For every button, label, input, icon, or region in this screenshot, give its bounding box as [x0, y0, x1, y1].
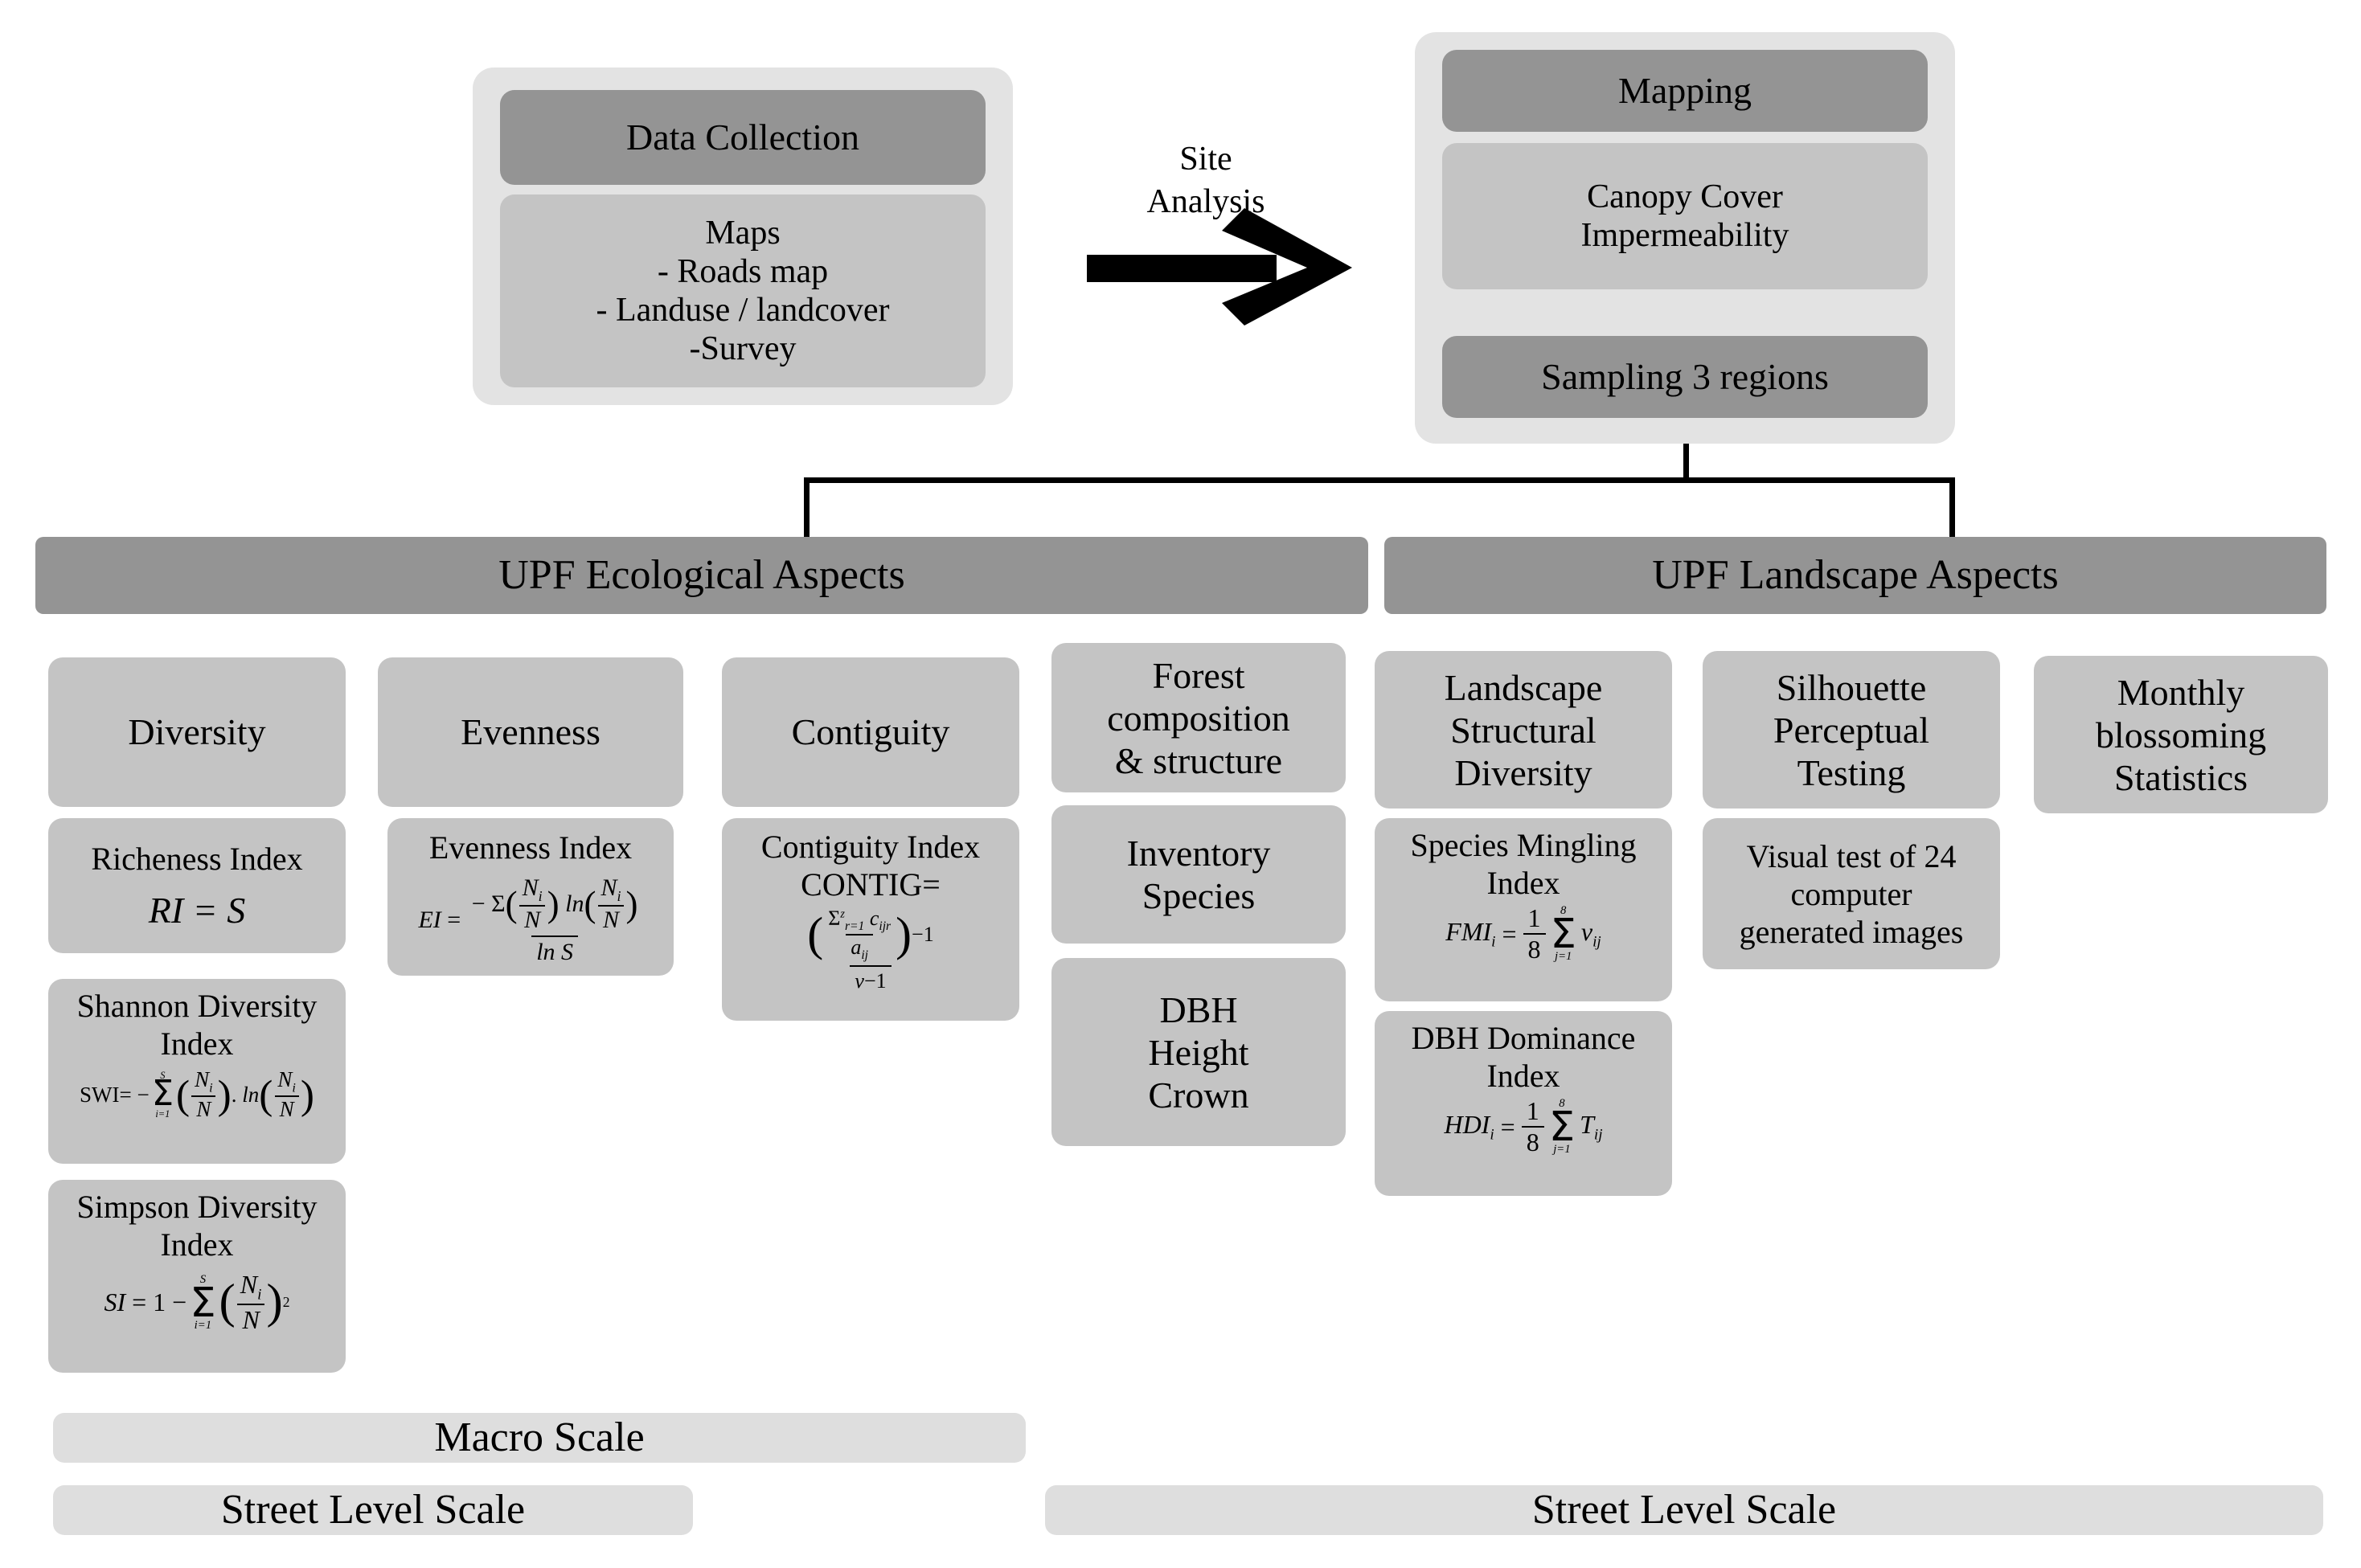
column-contiguity-header: Contiguity	[722, 657, 1019, 807]
card-visual-test: Visual test of 24 computer generated ima…	[1703, 818, 2000, 969]
formula-ri: RI = S	[148, 890, 246, 931]
roads-map-item: - Roads map	[657, 253, 829, 290]
lsd-header-line3: Diversity	[1454, 751, 1592, 793]
spt-header-line1: Silhouette	[1776, 666, 1927, 708]
lsd-header-line1: Landscape	[1444, 666, 1603, 708]
inventory-species-line2: Species	[1142, 875, 1256, 916]
canopy-cover-line2: Impermeability	[1580, 217, 1789, 254]
card-contiguity-index: Contiguity Index CONTIG= ( Σzr=1 cijr ai…	[722, 818, 1019, 1021]
scale-bar-macro: Macro Scale	[53, 1413, 1026, 1463]
mbs-header-line1: Monthly	[2117, 671, 2245, 713]
card-contiguity-title-line1: Contiguity Index	[760, 829, 981, 865]
visual-test-line3: generated images	[1739, 913, 1964, 950]
survey-item: -Survey	[689, 330, 797, 367]
column-monthly-blossoming-statistics-header: Monthly blossoming Statistics	[2034, 656, 2328, 813]
column-landscape-structural-diversity-header: Landscape Structural Diversity	[1375, 651, 1672, 809]
connector-branch-right	[1949, 477, 1955, 587]
column-evenness-header: Evenness	[378, 657, 683, 807]
forest-header-line3: & structure	[1114, 739, 1283, 781]
lsd-header-line2: Structural	[1450, 709, 1597, 751]
data-collection-title: Data Collection	[500, 90, 986, 185]
column-forest-composition-header: Forest composition & structure	[1051, 643, 1346, 792]
hdi-title-line1: DBH Dominance	[1411, 1020, 1636, 1056]
forest-header-line1: Forest	[1152, 654, 1245, 696]
card-simpson-title-line1: Simpson Diversity	[76, 1189, 318, 1225]
scale-bar-street-left: Street Level Scale	[53, 1485, 693, 1535]
visual-test-line2: computer	[1790, 875, 1912, 912]
card-shannon-title-line1: Shannon Diversity	[76, 988, 318, 1024]
maps-label: Maps	[705, 215, 781, 252]
hdi-title-line2: Index	[1486, 1058, 1560, 1094]
smi-title-line1: Species Mingling	[1410, 827, 1637, 863]
forest-header-line2: composition	[1107, 697, 1290, 739]
smi-title-line2: Index	[1486, 865, 1560, 901]
visual-test-line1: Visual test of 24	[1746, 837, 1957, 874]
dbh-line3: Crown	[1148, 1074, 1249, 1116]
site-analysis-label-line1: Site	[1179, 141, 1232, 178]
mbs-header-line3: Statistics	[2113, 756, 2248, 798]
sampling-regions-box: Sampling 3 regions	[1442, 336, 1928, 418]
header-upf-ecological-aspects: UPF Ecological Aspects	[35, 537, 1368, 614]
inventory-species-line1: Inventory	[1126, 833, 1271, 874]
card-evenness-index-title: Evenness Index	[428, 829, 633, 866]
mbs-header-line2: blossoming	[2095, 714, 2267, 755]
data-collection-body: Maps - Roads map - Landuse / landcover -…	[500, 194, 986, 387]
mapping-box: Mapping	[1442, 50, 1928, 132]
formula-contig: ( Σzr=1 cijr aij ) −1 v−1	[807, 907, 934, 993]
card-richeness-index: Richeness Index RI = S	[48, 818, 346, 953]
card-contiguity-title-line2: CONTIG=	[801, 866, 941, 903]
spt-header-line2: Perceptual	[1773, 709, 1930, 751]
card-shannon-title-line2: Index	[160, 1026, 234, 1062]
landuse-landcover-item: - Landuse / landcover	[596, 292, 890, 329]
spt-header-line3: Testing	[1797, 751, 1906, 793]
dbh-line1: DBH	[1159, 989, 1238, 1030]
card-simpson-title-line2: Index	[160, 1226, 234, 1263]
connector-stem-vertical	[1683, 444, 1689, 482]
column-diversity-header: Diversity	[48, 657, 346, 807]
scale-bar-street-right: Street Level Scale	[1045, 1485, 2323, 1535]
right-arrow-icon	[1087, 205, 1352, 325]
header-upf-landscape-aspects: UPF Landscape Aspects	[1384, 537, 2326, 614]
column-silhouette-perceptual-testing-header: Silhouette Perceptual Testing	[1703, 651, 2000, 809]
canopy-cover-line1: Canopy Cover	[1587, 178, 1783, 215]
connector-horizontal	[804, 477, 1955, 483]
dbh-line2: Height	[1148, 1031, 1249, 1073]
card-richeness-index-title: Richeness Index	[91, 841, 303, 877]
canopy-cover-box: Canopy Cover Impermeability	[1442, 143, 1928, 289]
card-dbh-height-crown: DBH Height Crown	[1051, 958, 1346, 1146]
card-inventory-species: Inventory Species	[1051, 805, 1346, 944]
connector-branch-left	[804, 477, 810, 587]
